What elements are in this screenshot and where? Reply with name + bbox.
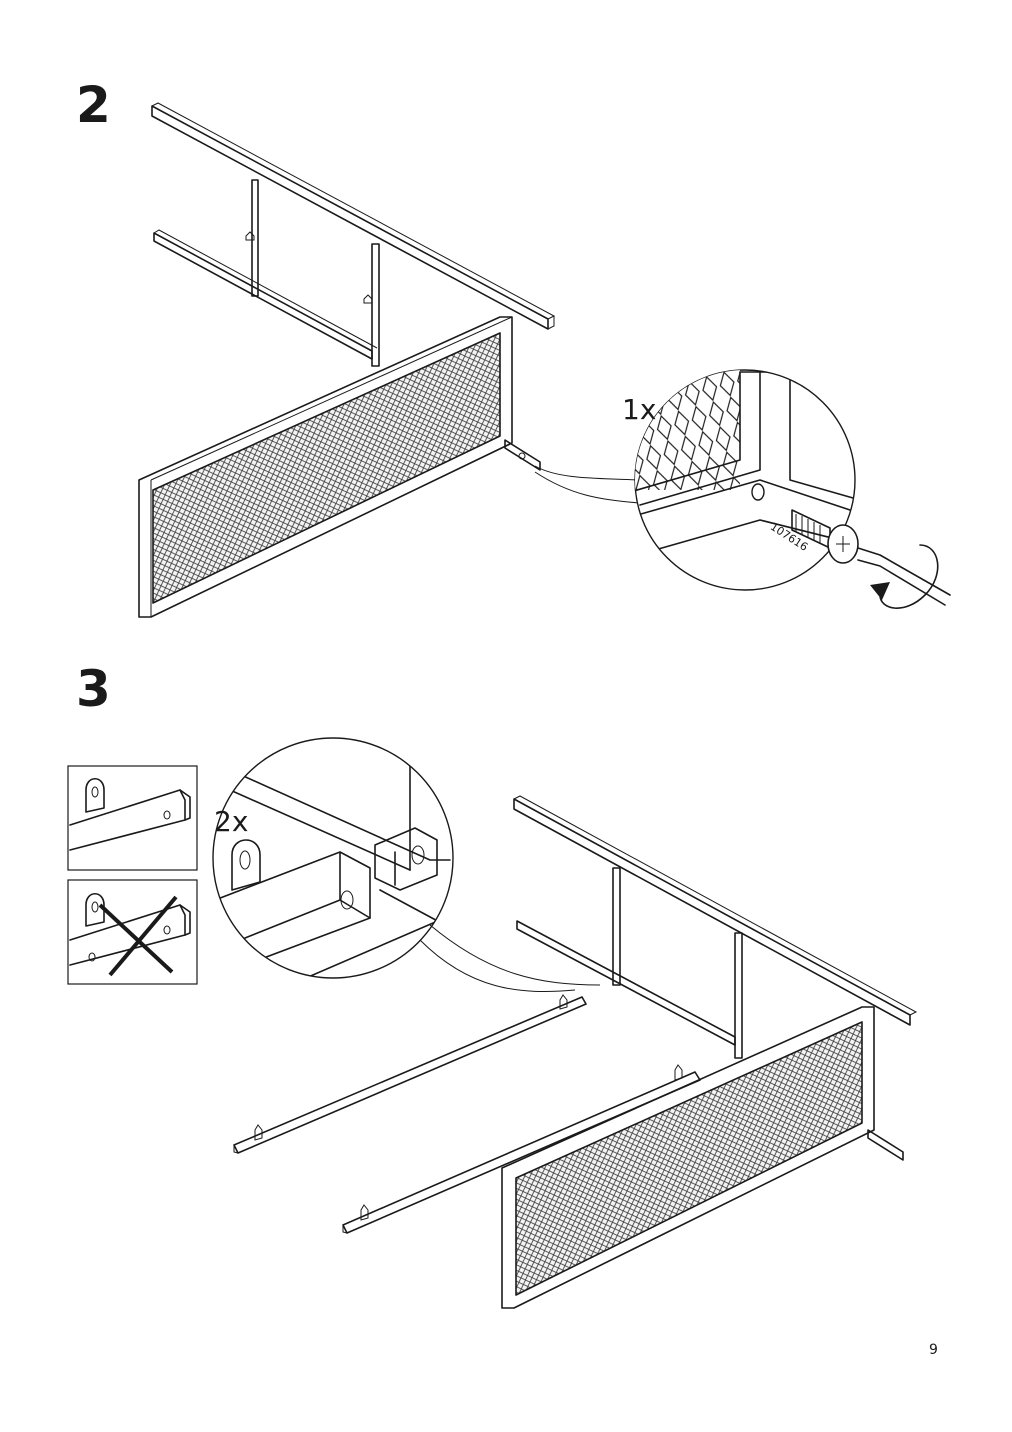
step2-frame	[138, 102, 556, 618]
detail-circle-step2	[634, 369, 951, 609]
inset-incorrect	[67, 879, 198, 985]
step-number-3: 3	[76, 660, 111, 718]
step3-frame	[233, 795, 918, 1309]
step-number-2: 2	[76, 76, 111, 134]
inset-correct	[67, 765, 198, 871]
page-number: 9	[929, 1342, 938, 1358]
quantity-label-step3: 2x	[214, 805, 249, 838]
detail-circle-step3	[212, 737, 454, 979]
quantity-label-step2: 1x	[622, 393, 657, 426]
